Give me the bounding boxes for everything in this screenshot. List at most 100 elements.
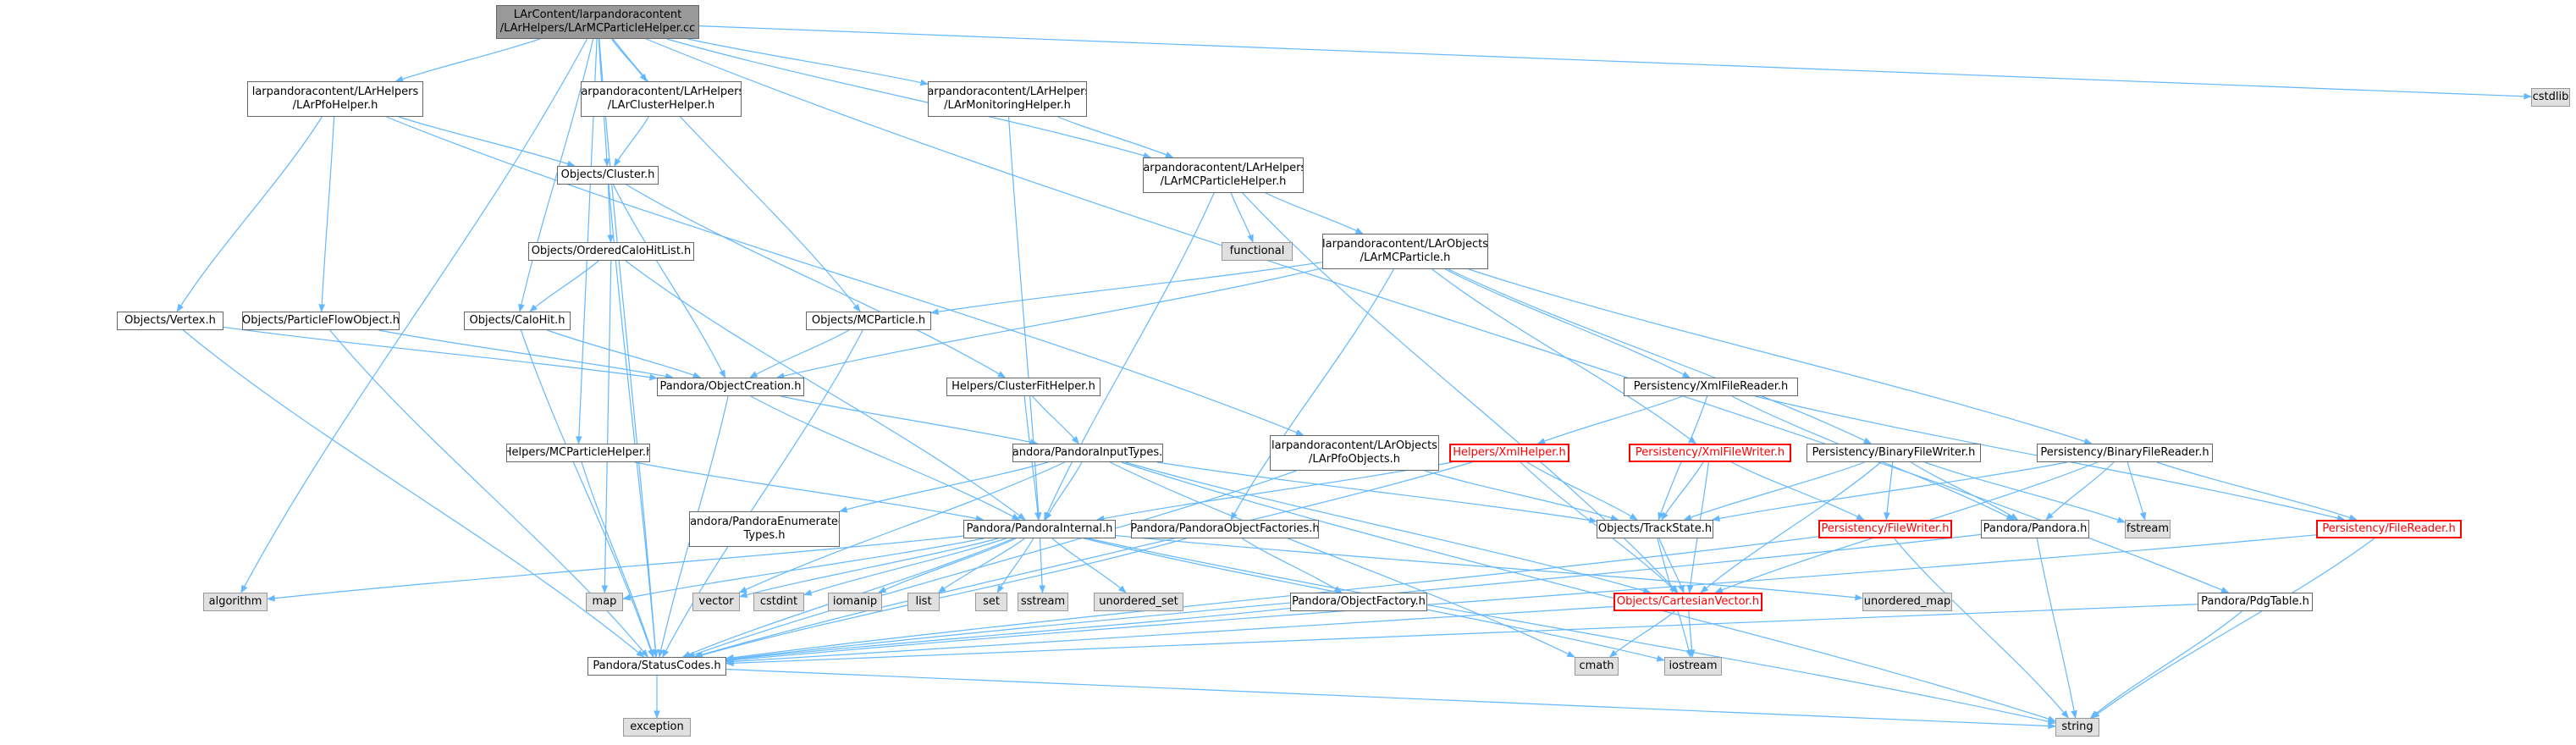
node-trackstate[interactable]: Objects/TrackState.h [1597,520,1713,538]
edge-inputtypes-to-trackstate [1156,461,1597,524]
node-xmlwriter[interactable]: Persistency/XmlFileWriter.h [1629,444,1791,462]
node-label: Pandora/Pandora.h [1983,522,2088,535]
node-sstream: sstream [1018,593,1068,611]
node-cluster[interactable]: Objects/Cluster.h [557,166,659,185]
node-orderedcalo[interactable]: Objects/OrderedCaloHitList.h [528,242,694,261]
node-label: Pandora/PandoraEnumerated [689,516,840,528]
node-monitoring[interactable]: larpandoracontent/LArHelpers/LArMonitori… [928,81,1087,117]
node-label: Persistency/BinaryFileWriter.h [1812,446,1976,459]
node-label: /LArMCParticleHelper.h [1160,175,1287,188]
node-pfohelper[interactable]: larpandoracontent/LArHelpers/LArPfoHelpe… [247,81,423,117]
edge-inputtypes-to-internal [1045,461,1083,521]
node-xmlhelper[interactable]: Helpers/XmlHelper.h [1449,444,1569,462]
node-inputtypes[interactable]: Pandora/PandoraInputTypes.h [1012,444,1163,462]
edge-binwriter-to-trackstate [1683,461,1865,521]
node-label: unordered_set [1099,595,1178,608]
node-factories[interactable]: Pandora/PandoraObjectFactories.h [1131,520,1319,538]
node-objfactory[interactable]: Pandora/ObjectFactory.h [1290,593,1427,611]
edge-clusterfit-to-inputtypes [1032,395,1079,444]
edge-objcreation-to-internal [750,395,1020,521]
edge-xmlwriter-to-filewriter [1731,461,1865,521]
node-map: map [586,593,623,611]
node-exception: exception [623,718,691,737]
node-label: map [592,595,617,608]
node-algorithm: algorithm [203,593,268,611]
edge-root-to-algorithm [240,38,588,593]
edge-internal-to-cstdint [803,538,1007,596]
edge-mcphelper-to-larmcparticle [1265,192,1364,235]
edge-pfohelper-to-pfoobjects [386,116,1305,436]
node-label: Objects/CaloHit.h [469,314,565,327]
edge-internal-to-vector [739,538,999,599]
node-label: Persistency/FileReader.h [2322,522,2456,535]
node-label: Objects/CartesianVector.h [1616,595,1760,608]
node-label: Helpers/ClusterFitHelper.h [952,380,1095,393]
node-label: Objects/Cluster.h [560,168,655,181]
edge-pdgtable-to-statuscodes [725,604,2198,667]
edge-internal-to-list [937,538,1025,593]
node-binwriter[interactable]: Persistency/BinaryFileWriter.h [1807,444,1981,462]
edge-larmcparticle-to-xmlwriter [1431,268,1697,444]
node-label: exception [630,720,684,733]
node-label: vector [698,595,734,608]
node-vertex[interactable]: Objects/Vertex.h [117,312,223,330]
edge-pfohelper-to-vertex [176,116,323,312]
node-helpersmcp[interactable]: Helpers/MCParticleHelper.h [506,444,650,462]
edge-binreader-to-trackstate [1711,461,2068,522]
node-mcparticle[interactable]: Objects/MCParticle.h [806,312,931,330]
node-xmlreader[interactable]: Persistency/XmlFileReader.h [1624,378,1798,396]
node-internal[interactable]: Pandora/PandoraInternal.h [963,520,1116,538]
node-pdgtable[interactable]: Pandora/PdgTable.h [2198,593,2313,611]
node-label: Pandora/ObjectFactory.h [1292,595,1426,608]
node-cartesian[interactable]: Objects/CartesianVector.h [1613,593,1762,611]
node-objcreation[interactable]: Pandora/ObjectCreation.h [657,378,804,396]
node-binreader[interactable]: Persistency/BinaryFileReader.h [2037,444,2213,462]
node-clusterfit[interactable]: Helpers/ClusterFitHelper.h [946,378,1100,396]
edge-monitoring-to-internal [1007,116,1042,521]
node-root[interactable]: LArContent/larpandoracontent/LArHelpers/… [496,5,699,39]
node-pandora[interactable]: Pandora/Pandora.h [1981,520,2089,538]
node-filewriter[interactable]: Persistency/FileWriter.h [1818,520,1952,538]
node-statuscodes[interactable]: Pandora/StatusCodes.h [587,657,726,676]
edge-filewriter-to-string [1894,538,2069,719]
node-cstdint: cstdint [753,593,804,611]
node-pfo[interactable]: Objects/ParticleFlowObject.h [242,312,400,330]
node-calohit[interactable]: Objects/CaloHit.h [464,312,571,330]
node-label: larpandoracontent/LArHelpers [251,86,419,98]
node-label: larpandoracontent/LArObjects [1322,238,1488,251]
node-label: Helpers/XmlHelper.h [1453,446,1566,459]
edge-binwriter-to-cartesian [1700,461,1882,593]
node-label: /LArPfoObjects.h [1308,453,1400,466]
node-list: list [907,593,940,611]
node-label: Pandora/StatusCodes.h [593,659,721,672]
edge-inputtypes-to-enumtypes [839,461,1049,513]
node-fstream: fstream [2125,520,2171,538]
edge-binreader-to-fstream [2126,461,2147,521]
node-pfoobjects[interactable]: larpandoracontent/LArObjects/LArPfoObjec… [1270,435,1439,471]
edge-root-to-monitoring [687,38,929,86]
edge-pfo-to-objcreation [378,329,674,380]
node-unordered_set: unordered_set [1094,593,1183,611]
edge-calohit-to-statuscodes [520,329,654,658]
edge-factories-to-statuscodes [694,538,1187,659]
node-filereader[interactable]: Persistency/FileReader.h [2316,520,2462,538]
node-clusterhelper[interactable]: larpandoracontent/LArHelpers/LArClusterH… [581,81,742,117]
node-label: algorithm [208,595,262,608]
node-label: Persistency/XmlFileReader.h [1633,380,1789,393]
edge-helpersmcp-to-statuscodes [581,461,654,658]
edge-root-to-calohit [518,38,594,312]
node-label: larpandoracontent/LArHelpers [928,86,1087,98]
node-label: Pandora/PandoraInternal.h [966,522,1113,535]
edge-filereader-to-string [2091,538,2375,719]
node-label: cstdint [759,595,798,608]
edge-larmcparticle-to-objcreation [775,268,1323,379]
edge-xmlhelper-to-trackstate [1526,461,1638,521]
node-larmcparticle[interactable]: larpandoracontent/LArObjects/LArMCPartic… [1322,234,1488,269]
edge-cartesian-to-statuscodes [725,605,1614,665]
edge-monitoring-to-mcphelper [1057,116,1174,158]
node-label: Persistency/BinaryFileReader.h [2040,446,2209,459]
node-mcphelper[interactable]: larpandoracontent/LArHelpers/LArMCPartic… [1143,157,1304,193]
node-label: larpandoracontent/LArObjects [1271,439,1437,452]
edge-calohit-to-objcreation [547,329,702,378]
